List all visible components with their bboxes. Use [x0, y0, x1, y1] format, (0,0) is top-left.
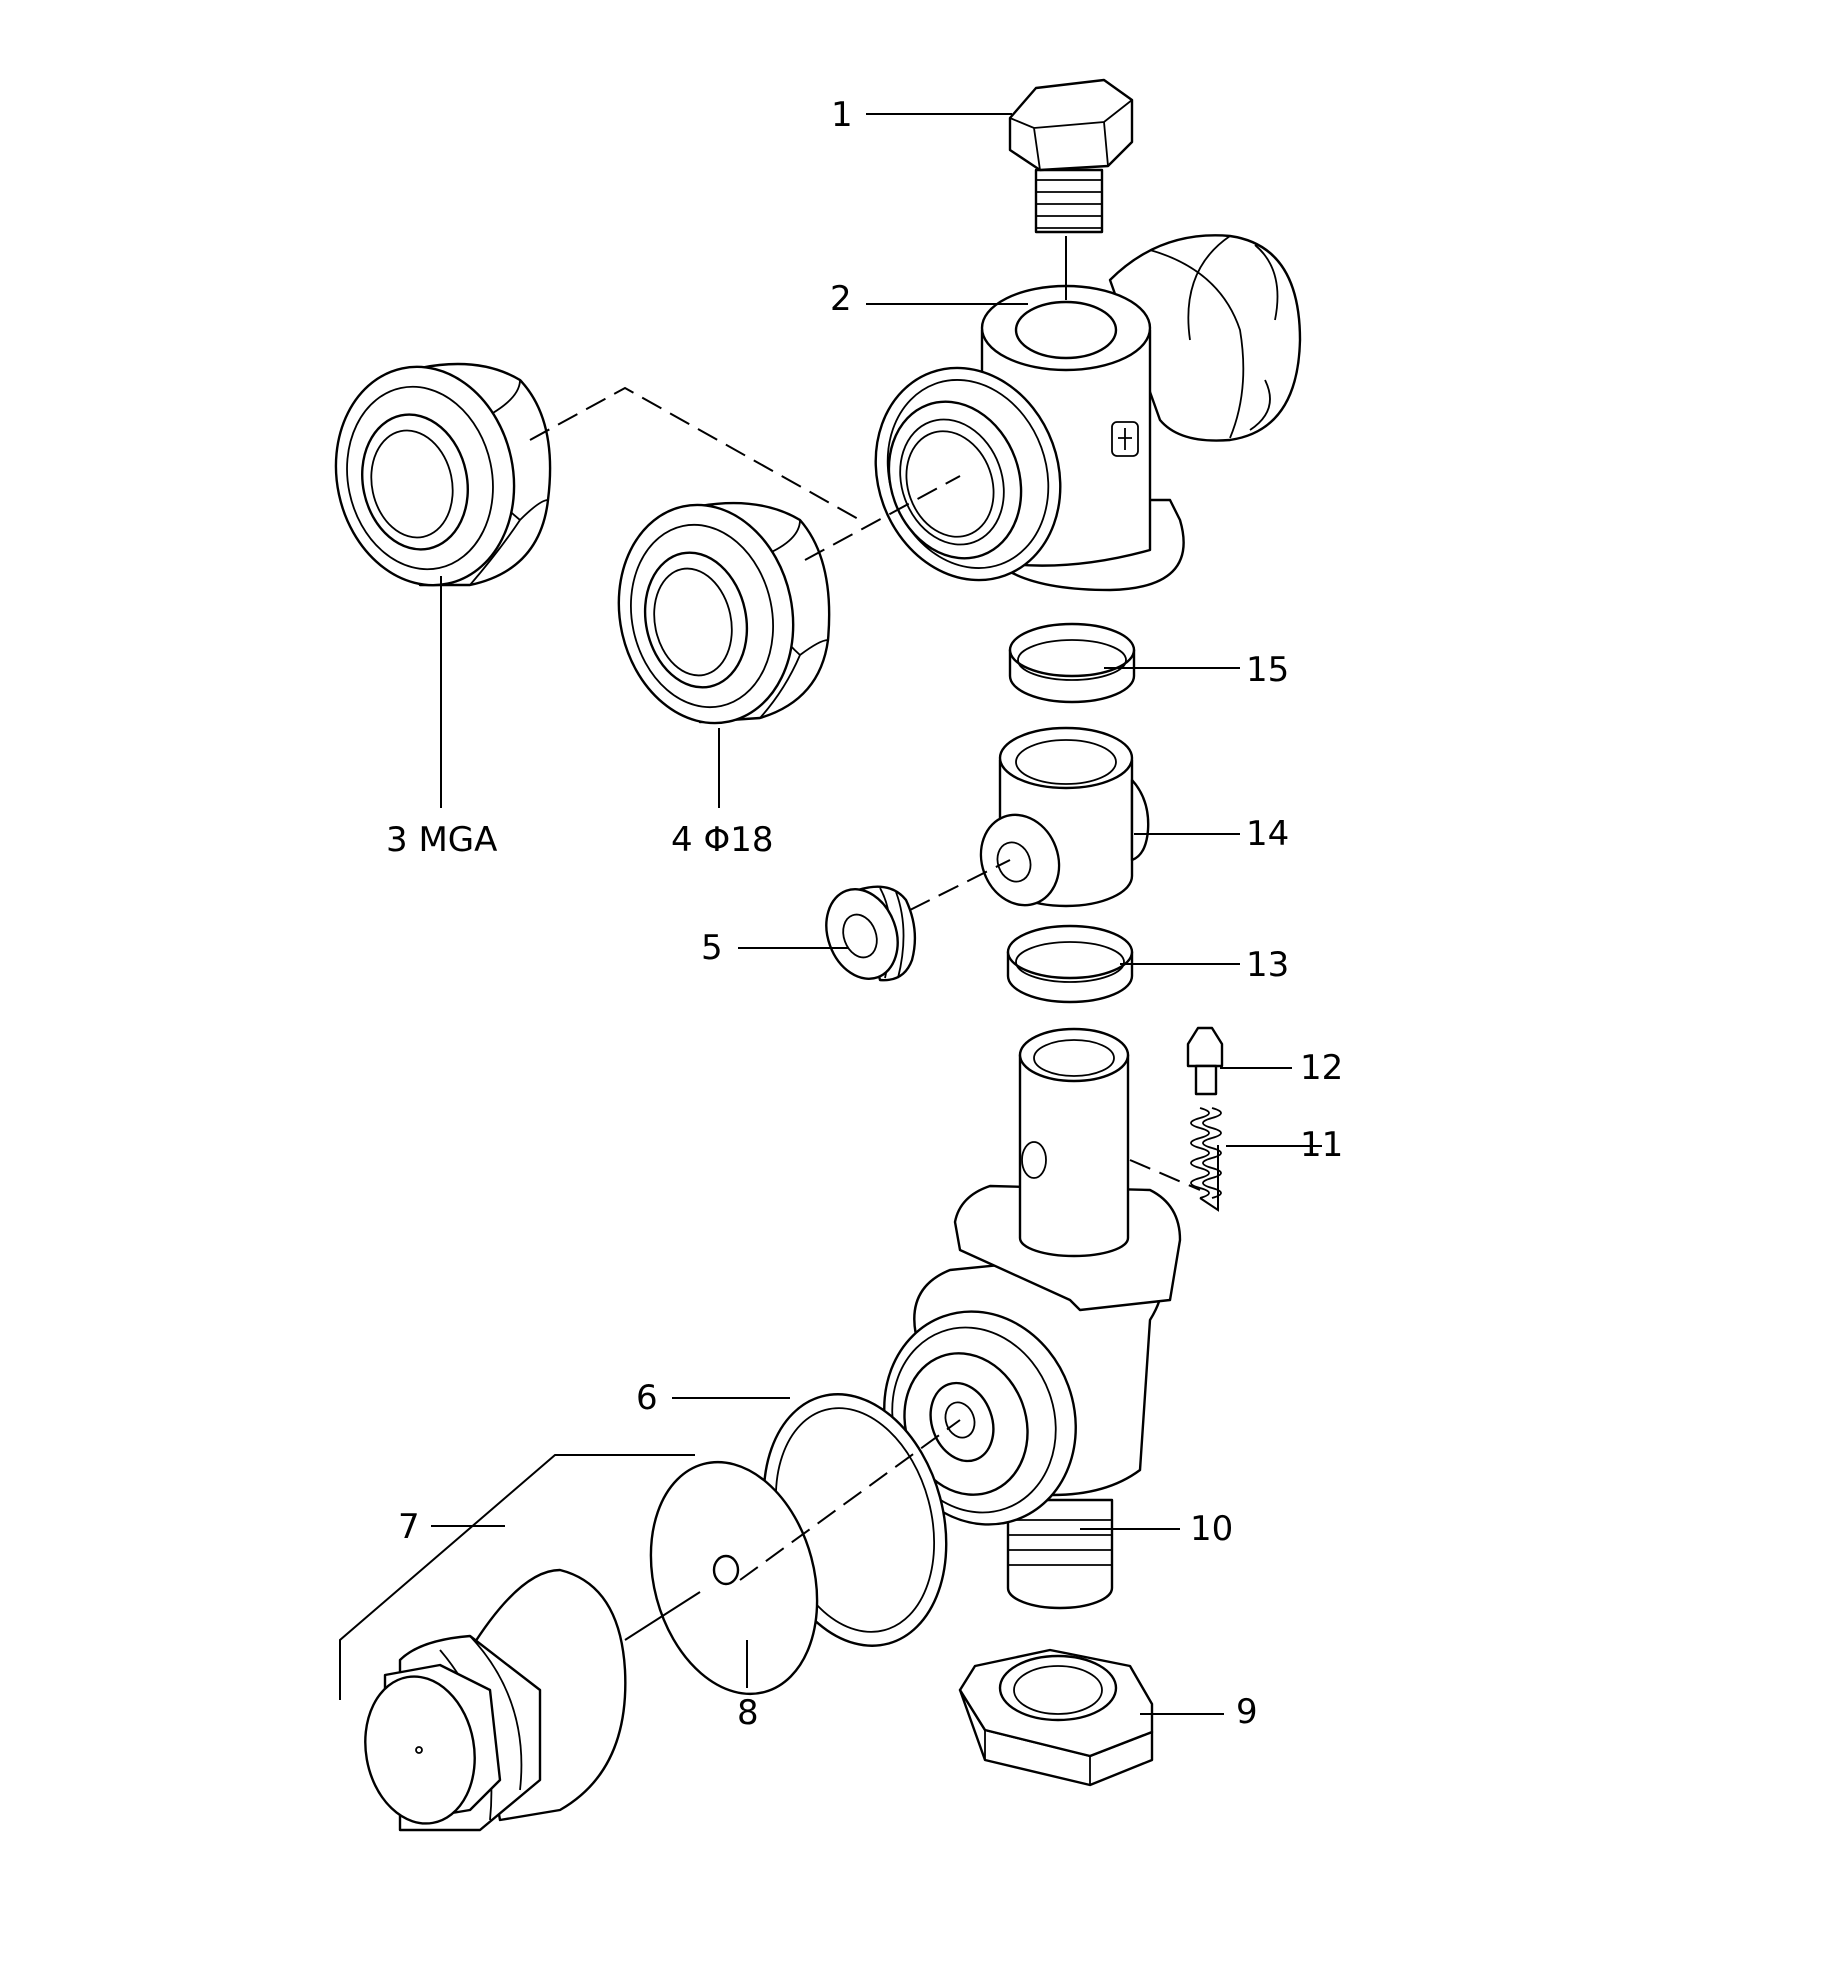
center-lines — [339, 236, 1219, 1700]
callout-7: 7 — [398, 1507, 420, 1547]
part-2-cross-body — [874, 234, 1302, 592]
part-12-pin — [1186, 1026, 1224, 1096]
part-10-valve-body — [883, 1027, 1182, 1610]
part-11-spring — [1190, 1107, 1222, 1199]
part-1-hex-bolt — [1008, 78, 1134, 234]
callout-5: 5 — [701, 928, 723, 968]
callout-10: 10 — [1190, 1509, 1233, 1549]
part-5-small-nut — [825, 885, 917, 982]
callout-11: 11 — [1300, 1125, 1343, 1165]
callout-labels: 1 2 3 MGA 4 Φ18 5 6 7 8 9 10 11 12 13 14… — [386, 95, 1343, 1733]
part-15-ring — [1008, 622, 1136, 704]
callout-15: 15 — [1246, 650, 1289, 690]
callout-3: 3 MGA — [386, 820, 497, 860]
callout-14: 14 — [1246, 814, 1289, 854]
part-14-tee-sleeve — [979, 726, 1150, 908]
callout-9: 9 — [1236, 1692, 1258, 1732]
callout-4: 4 Φ18 — [671, 820, 773, 860]
leader-lines — [431, 113, 1322, 1715]
callout-6: 6 — [636, 1378, 658, 1418]
part-7-cap — [364, 1568, 627, 1832]
part-8-disc — [649, 1460, 819, 1696]
part-9-hex-nut — [958, 1648, 1154, 1787]
part-3-mga-nut — [334, 362, 552, 587]
part-4-d18-nut — [617, 501, 831, 725]
callout-13: 13 — [1246, 945, 1289, 985]
callout-8: 8 — [737, 1693, 759, 1733]
callout-1: 1 — [831, 95, 853, 135]
callout-2: 2 — [830, 279, 852, 319]
callout-12: 12 — [1300, 1048, 1343, 1088]
part-13-ring — [1006, 924, 1134, 1004]
